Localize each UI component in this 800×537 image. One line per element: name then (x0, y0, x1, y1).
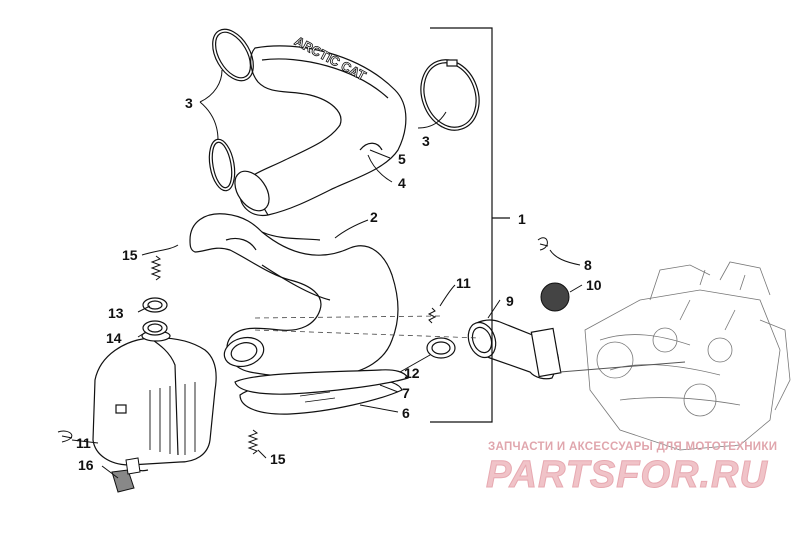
callout-12: 12 (404, 365, 420, 381)
exhaust-manifold-part (467, 319, 562, 380)
clamp-part-right (420, 59, 480, 131)
muffler-part (92, 330, 217, 472)
callout-10: 10 (586, 277, 602, 293)
callout-5: 5 (398, 151, 406, 167)
callout-1: 1 (518, 211, 526, 227)
callout-14: 14 (106, 330, 122, 346)
heat-shield-part (234, 369, 409, 415)
watermark-logo: PARTSFOR.RU (486, 454, 768, 497)
callout-15-top: 15 (122, 247, 138, 263)
callout-3-left: 3 (185, 95, 193, 111)
callout-labels: 1 2 3 3 4 5 6 7 8 9 10 11 11 12 13 14 15… (76, 95, 602, 473)
callout-15-bottom: 15 (270, 451, 286, 467)
expansion-chamber-part (189, 213, 399, 378)
drain-plug-part (111, 457, 141, 493)
grommet-part (142, 297, 456, 359)
callout-9: 9 (506, 293, 514, 309)
watermark-tagline: ЗАПЧАСТИ И АКСЕССУАРЫ ДЛЯ МОТОТЕХНИКИ (488, 441, 778, 453)
callout-16: 16 (78, 457, 94, 473)
heat-guard-part: ARCTIC CAT (234, 33, 407, 217)
assembly-bracket (430, 27, 493, 423)
gasket-part (540, 282, 570, 312)
callout-8: 8 (584, 257, 592, 273)
callout-4: 4 (398, 175, 406, 191)
callout-3-right: 3 (422, 133, 430, 149)
callout-6: 6 (402, 405, 410, 421)
callout-2: 2 (370, 209, 378, 225)
clamp-part-left (208, 28, 254, 192)
leader-lines (71, 69, 686, 479)
callout-7: 7 (402, 385, 410, 401)
engine-illustration (584, 261, 791, 451)
callout-13: 13 (108, 305, 124, 321)
callout-11-right: 11 (456, 275, 471, 291)
alignment-lines (254, 315, 481, 339)
spring-part (57, 237, 549, 455)
callout-11-left: 11 (76, 435, 91, 451)
